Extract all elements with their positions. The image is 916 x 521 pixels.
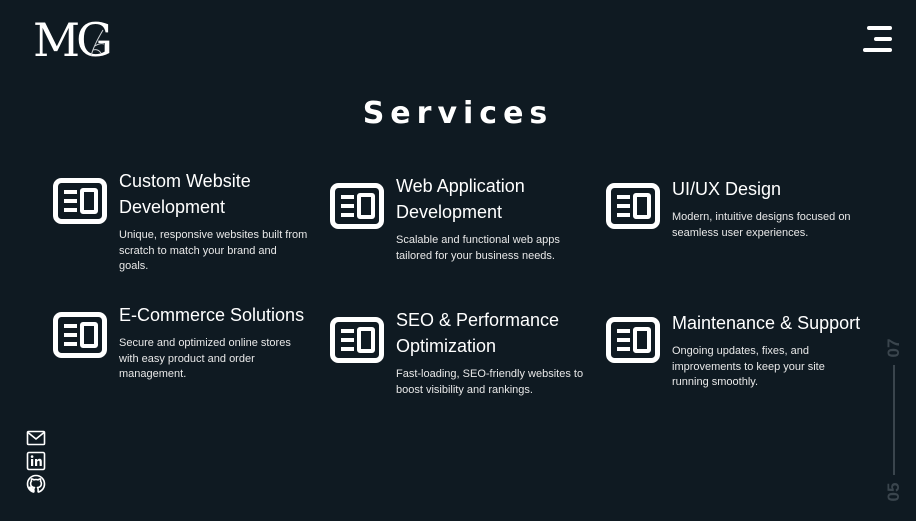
service-title: Maintenance & Support [672,313,861,333]
service-description: Ongoing updates, fixes, and improvements… [672,345,825,388]
newspaper-icon [53,312,107,358]
service-title: E-Commerce Solutions [119,305,305,325]
newspaper-icon [53,178,107,224]
social-links [26,428,48,497]
service-title: Web Application Development [396,176,525,222]
service-card: UI/UX Design Modern, intuitive designs f… [606,176,876,241]
newspaper-icon [330,317,384,363]
service-card: E-Commerce Solutions Secure and optimize… [53,302,308,383]
pager-current: 05 [884,482,903,502]
section-pager: 07 05 [880,330,908,510]
service-card: Custom Website Development Unique, respo… [53,168,308,275]
service-title: UI/UX Design [672,179,782,199]
newspaper-icon [606,183,660,229]
service-description: Secure and optimized online stores with … [119,337,291,380]
service-description: Scalable and functional web apps tailore… [396,234,560,262]
service-description: Modern, intuitive designs focused on sea… [672,211,851,239]
service-card: SEO & Performance Optimization Fast-load… [330,307,585,398]
pager-line [893,365,895,475]
service-title: SEO & Performance Optimization [396,310,560,356]
signature-flourish [90,29,105,57]
service-card: Maintenance & Support Ongoing updates, f… [606,310,861,391]
service-description: Fast-loading, SEO-friendly websites to b… [396,368,584,396]
logo[interactable]: MG [33,14,129,66]
github-icon[interactable] [26,474,46,494]
newspaper-icon [606,317,660,363]
linkedin-icon[interactable] [26,451,46,471]
mail-icon[interactable] [26,428,46,448]
service-card: Web Application Development Scalable and… [330,173,585,264]
service-title: Custom Website Development [119,171,251,217]
service-description: Unique, responsive websites built from s… [119,229,308,272]
newspaper-icon [330,183,384,229]
hamburger-menu-icon[interactable] [860,25,894,53]
logo-text: MG [33,13,113,67]
section-title: Services [362,96,554,131]
pager-total: 07 [884,338,903,358]
